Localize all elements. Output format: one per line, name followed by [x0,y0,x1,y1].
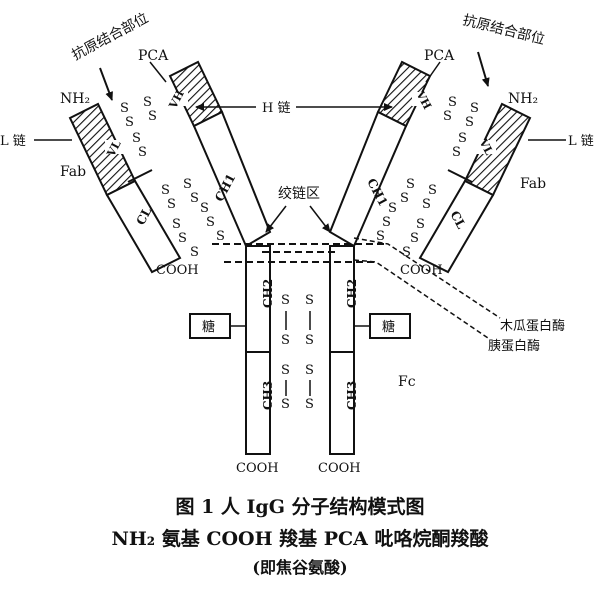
igg-structure-diagram: SS SS SS SS SS SS SS SS SS SS SS SS SS S… [0,10,594,476]
disulfide-bonds: SS SS SS SS SS SS SS SS SS SS SS SS SS S… [120,95,479,412]
nh2-label-left: NH₂ [60,91,90,107]
svg-text:S: S [470,101,479,116]
left-fab-arm [68,60,272,274]
svg-text:S: S [167,197,176,212]
svg-text:S: S [172,217,181,232]
svg-text:S: S [125,115,134,130]
figure-caption-note: (即焦谷氨酸) [252,558,348,577]
svg-text:S: S [400,191,409,206]
svg-text:S: S [132,131,141,146]
right-fc-stem [329,245,355,455]
svg-text:S: S [281,363,290,378]
svg-text:S: S [305,293,314,308]
fab-label-right: Fab [520,176,546,192]
figure-caption-legend: NH₂ 氨基 COOH 羧基 PCA 吡咯烷酮羧酸 [111,528,489,550]
svg-text:S: S [388,201,397,216]
ch2-label-left: CH2 [261,279,275,308]
svg-text:S: S [382,215,391,230]
svg-text:S: S [416,217,425,232]
svg-text:S: S [406,177,415,192]
svg-text:S: S [183,177,192,192]
svg-text:S: S [305,363,314,378]
svg-text:S: S [281,333,290,348]
svg-text:S: S [200,201,209,216]
svg-text:S: S [448,95,457,110]
ch2-label-right: CH2 [345,279,359,308]
fc-label: Fc [398,374,416,390]
svg-text:S: S [190,191,199,206]
pca-label-right: PCA [424,48,455,64]
svg-text:S: S [148,109,157,124]
svg-text:S: S [216,229,225,244]
svg-text:S: S [143,95,152,110]
svg-text:S: S [161,183,170,198]
antigen-site-label-right: 抗原结合部位 [461,12,546,48]
right-light-chain [418,179,495,274]
svg-text:S: S [281,397,290,412]
hinge-bonds [212,243,388,263]
svg-text:S: S [206,215,215,230]
pepsin-label: 胰蛋白酶 [488,338,540,354]
ch3-label-left: CH3 [261,381,275,410]
cooh-label-bottom-left: COOH [236,461,279,476]
figure-caption-title: 图 1 人 IgG 分子结构模式图 [175,496,425,518]
cooh-label-left-light: COOH [156,263,199,278]
h-chain-label: H 链 [262,101,290,116]
svg-text:S: S [410,231,419,246]
ch3-label-right: CH3 [345,381,359,410]
enzyme-cleavage-lines [353,237,501,339]
l-chain-label-left: L 链 [0,134,26,149]
svg-text:S: S [376,229,385,244]
l-chain-label-right: L 链 [568,134,594,149]
right-heavy-chain [328,110,408,248]
right-fab-arm [328,60,532,274]
svg-text:S: S [465,115,474,130]
svg-text:S: S [305,333,314,348]
sugar-box-left [189,313,231,339]
svg-text:S: S [120,101,129,116]
svg-text:S: S [402,245,411,260]
sugar-label-left: 糖 [202,319,215,335]
svg-text:S: S [458,131,467,146]
pca-label-left: PCA [138,48,169,64]
fc-stems [245,245,355,455]
fab-label-left: Fab [60,164,86,180]
cooh-label-right-light: COOH [400,263,443,278]
antigen-arrow-right [477,51,490,87]
papain-label: 木瓜蛋白酶 [500,318,565,334]
svg-text:S: S [443,109,452,124]
sugar-box-right [369,313,411,339]
cooh-label-bottom-right: COOH [318,461,361,476]
svg-text:S: S [422,197,431,212]
svg-text:S: S [190,245,199,260]
hinge-label: 绞链区 [278,185,320,202]
left-light-chain [105,179,182,274]
svg-text:S: S [281,293,290,308]
nh2-label-right: NH₂ [508,91,538,107]
left-fc-stem [245,245,271,455]
svg-text:S: S [138,145,147,160]
sugar-label-right: 糖 [382,319,395,335]
svg-text:S: S [428,183,437,198]
svg-text:S: S [452,145,461,160]
svg-text:S: S [305,397,314,412]
antigen-arrow-left [99,67,113,101]
svg-text:S: S [178,231,187,246]
